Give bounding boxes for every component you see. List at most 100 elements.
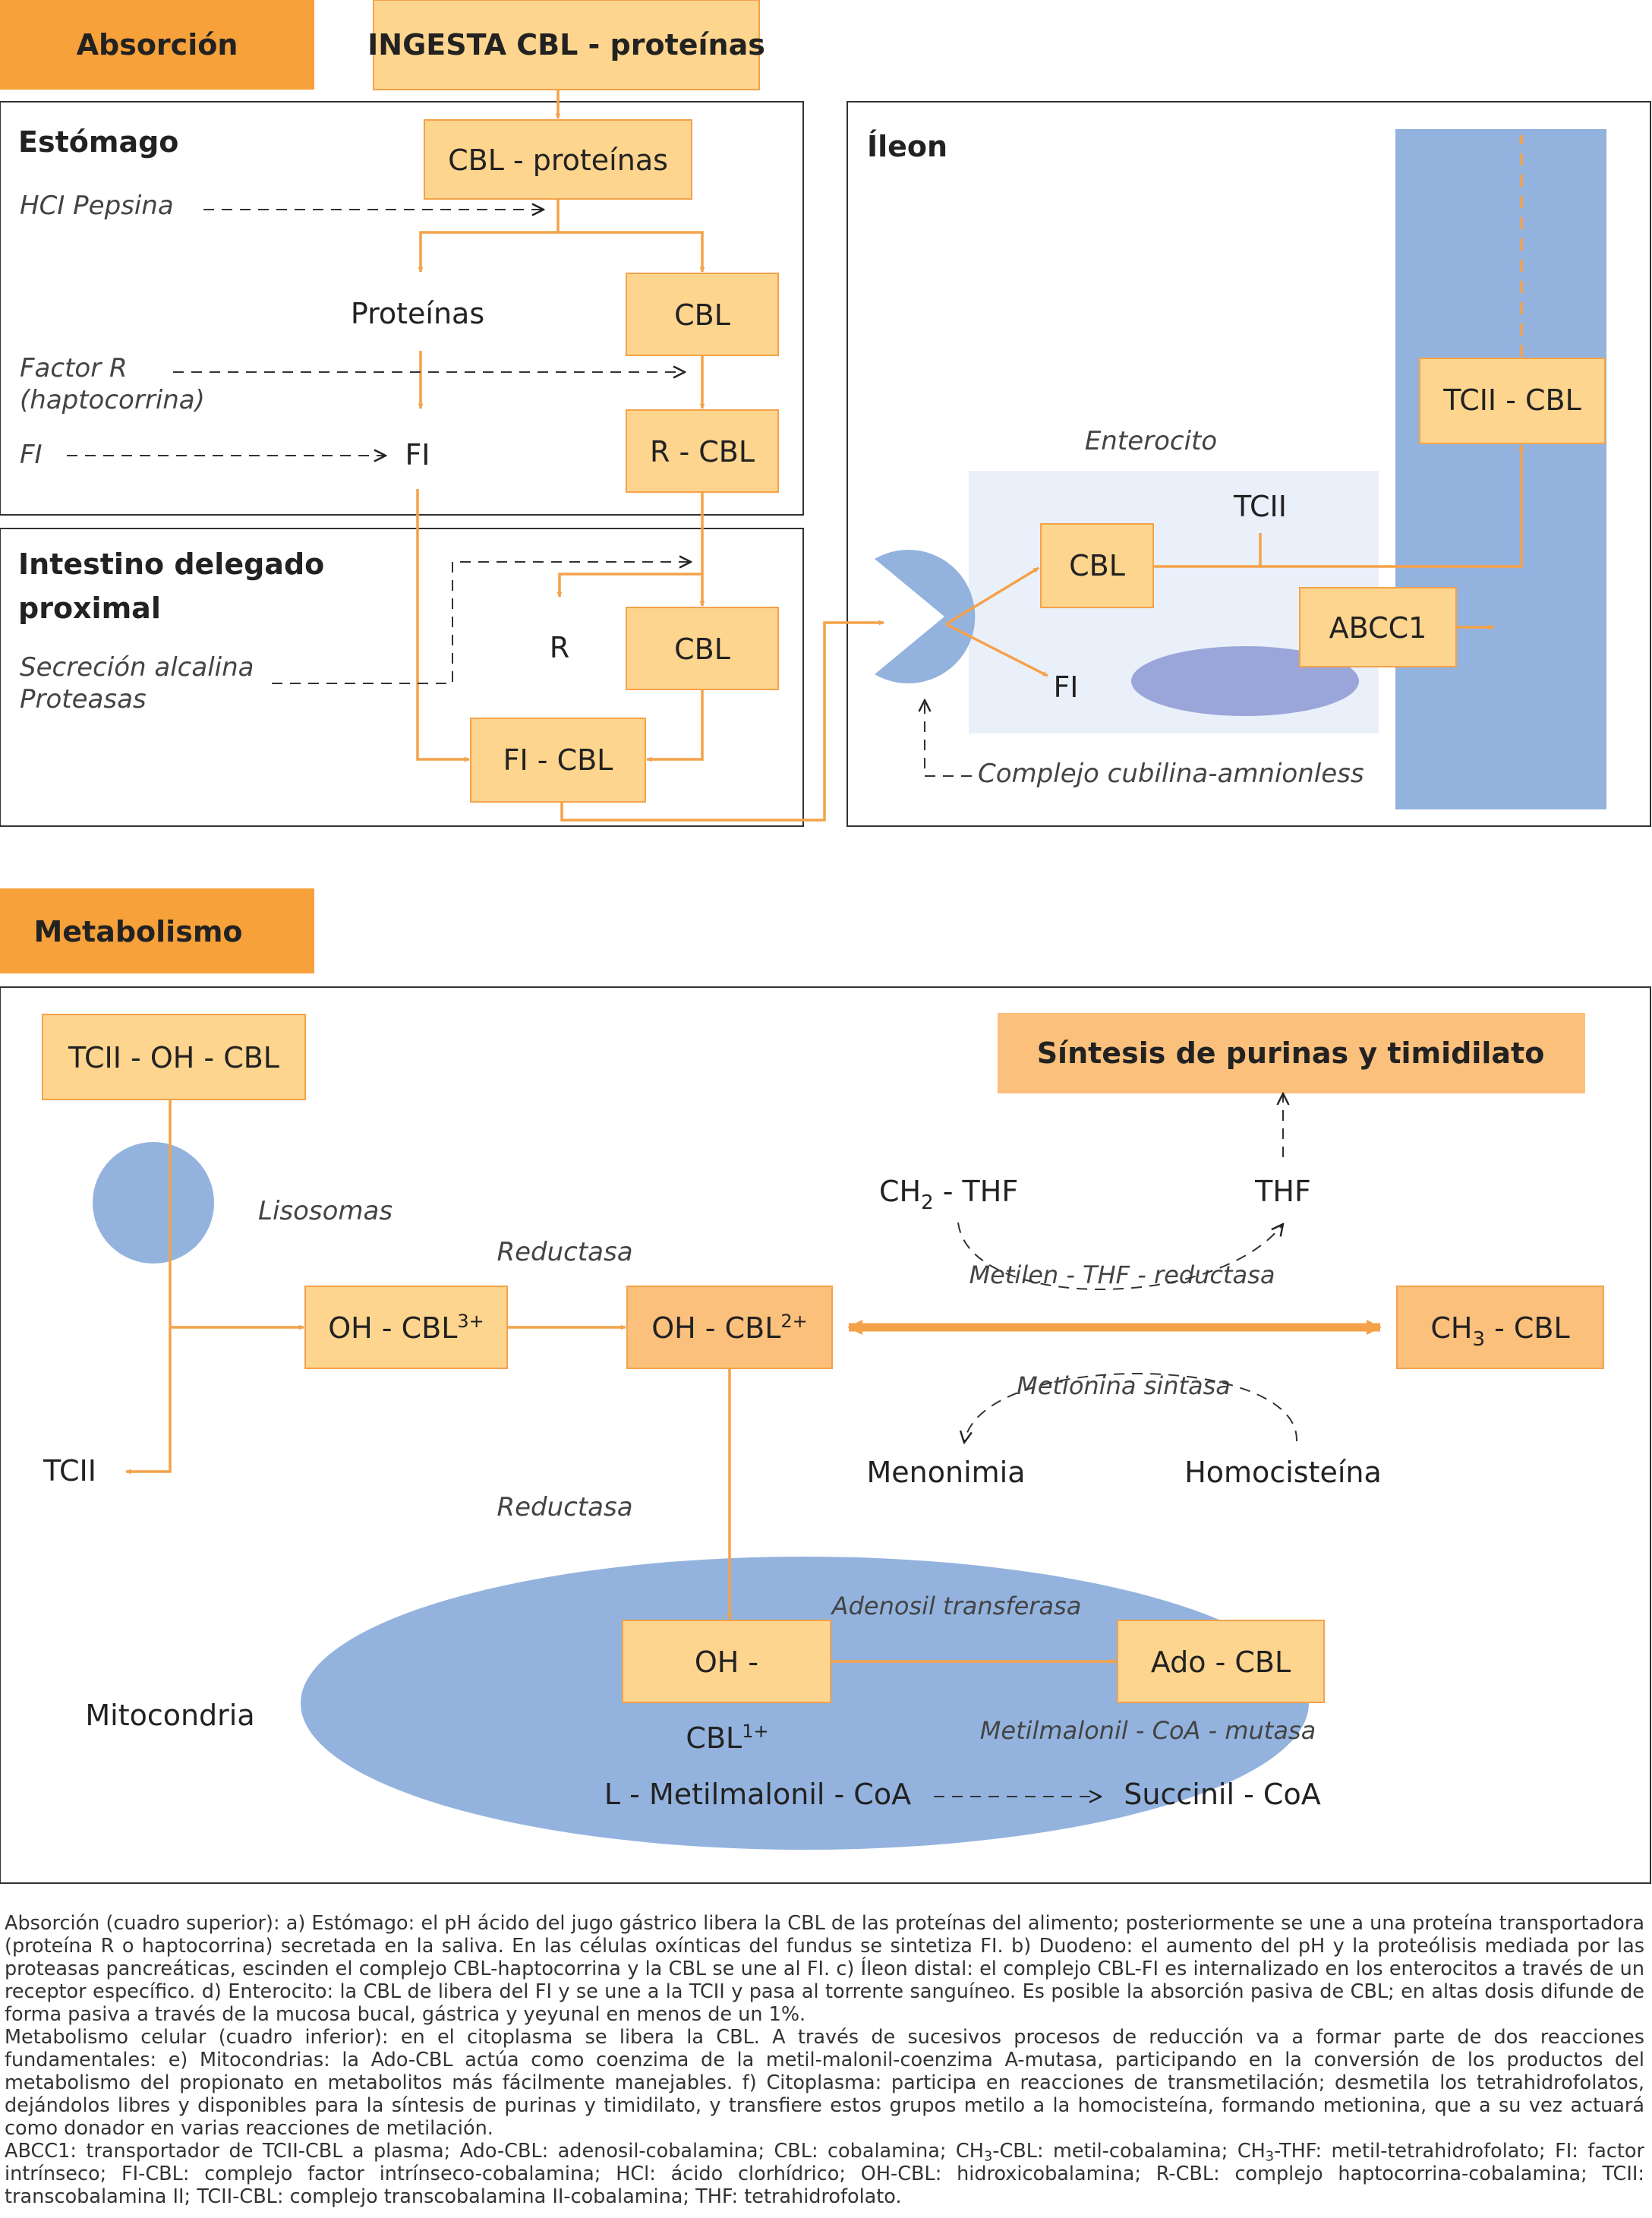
ingesta-box bbox=[373, 0, 760, 90]
vitamin-b12-diagram: .hdr { fill:#F7A13A; } .bx { fill:#FDD58… bbox=[0, 0, 1651, 1884]
metabolismo-arrows bbox=[125, 1100, 1382, 1664]
cbl-box-estomago bbox=[626, 273, 779, 356]
tcii-label-ileon: TCII bbox=[1233, 490, 1287, 523]
ileon-frame bbox=[846, 101, 1651, 827]
absorcion-arrows bbox=[416, 90, 1524, 822]
intestino-frame bbox=[0, 528, 804, 827]
adenosil-label: Adenosil transferasa bbox=[831, 1592, 1082, 1620]
arrow-to-proteinas bbox=[418, 199, 560, 273]
haptocorrina-label: (haptocorrina) bbox=[20, 385, 205, 415]
secrecion-label: Secreción alcalina bbox=[20, 652, 254, 683]
tcii-oh-cbl-box bbox=[42, 1014, 306, 1100]
r-cbl-box bbox=[626, 409, 779, 493]
arrow-fi-ficbl bbox=[416, 489, 470, 762]
ch3-cbl-rest: - CBL bbox=[1485, 1311, 1570, 1345]
menonimia-label: Menonimia bbox=[867, 1456, 1026, 1489]
fi-cbl-label: FI - CBL bbox=[503, 743, 613, 777]
ch3-cbl-label: CH3 - CBL bbox=[1430, 1311, 1569, 1351]
proteasas-label: Proteasas bbox=[20, 684, 147, 715]
sintesis-box bbox=[998, 1013, 1585, 1093]
r-label: R bbox=[550, 631, 569, 664]
fi-label-ileon: FI bbox=[1053, 670, 1078, 704]
complejo-label: Complejo cubilina-amnionless bbox=[978, 759, 1364, 789]
sintesis-label: Síntesis de purinas y timidilato bbox=[1037, 1036, 1545, 1070]
cbl1-text: CBL bbox=[686, 1721, 742, 1755]
homocisteina-label: Homocisteína bbox=[1184, 1456, 1382, 1489]
intestino-title-2: proximal bbox=[18, 592, 161, 625]
ch2-text: CH bbox=[879, 1175, 921, 1208]
mitocondria-label: Mitocondria bbox=[85, 1699, 254, 1732]
reductasa-1-label: Reductasa bbox=[497, 1237, 632, 1267]
ado-cbl-box bbox=[1117, 1620, 1325, 1703]
metilmalonil-mutasa-label: Metilmalonil - CoA - mutasa bbox=[980, 1716, 1316, 1745]
caption-abbr-sub-1: 3 bbox=[983, 2148, 993, 2165]
oh-cbl3-text: OH - CBL bbox=[328, 1311, 457, 1345]
fi-label-estomago: FI bbox=[405, 438, 430, 472]
caption-absorcion: Absorción (cuadro superior): a) Estómago… bbox=[5, 1912, 1644, 2026]
tcii-cbl-box bbox=[1419, 358, 1606, 444]
ch3-cbl-box bbox=[1396, 1286, 1604, 1369]
oh-box bbox=[622, 1620, 831, 1703]
absorcion-header bbox=[0, 0, 314, 90]
ch2-thf-label: CH2 - THF bbox=[879, 1175, 1018, 1214]
caption-abbr-2: -CBL: metil-cobalamina; CH bbox=[992, 2140, 1266, 2163]
dash-metionina-curve bbox=[964, 1373, 1298, 1443]
oh-cbl2-sup: 2+ bbox=[780, 1311, 807, 1332]
estomago-title: Estómago bbox=[18, 125, 178, 159]
arrow-receptor-cbl bbox=[945, 566, 1039, 626]
lisosoma-circle bbox=[93, 1142, 214, 1264]
cbl1-label: CBL1+ bbox=[686, 1721, 768, 1755]
cbl-label-estomago: CBL bbox=[674, 298, 730, 332]
caption-abbr-3: -THF: metil-tetrahidrofolato; FI: factor… bbox=[5, 2140, 1644, 2208]
tcii-label-met: TCII bbox=[43, 1454, 96, 1488]
thf-label: THF bbox=[1254, 1175, 1311, 1208]
cbl-proteinas-label: CBL - proteínas bbox=[448, 144, 668, 177]
metabolismo-frame bbox=[0, 986, 1651, 1884]
absorcion-dashed bbox=[67, 210, 972, 777]
tcii-oh-cbl-label: TCII - OH - CBL bbox=[68, 1041, 279, 1074]
fi-cbl-box bbox=[470, 718, 646, 803]
oh-cbl2-text: OH - CBL bbox=[651, 1311, 780, 1345]
cbl-label-ileon: CBL bbox=[1069, 549, 1125, 582]
oh-cbl2-label: OH - CBL2+ bbox=[651, 1311, 808, 1345]
oh-cbl2-box bbox=[626, 1286, 833, 1369]
oh-cbl3-sup: 3+ bbox=[457, 1311, 484, 1332]
ingesta-label: INGESTA CBL - proteínas bbox=[367, 28, 765, 62]
enterocito-label: Enterocito bbox=[1085, 426, 1217, 456]
abcc1-box bbox=[1299, 587, 1457, 667]
blood-vessel bbox=[1395, 129, 1606, 809]
cbl-label-intestino: CBL bbox=[674, 633, 730, 666]
r-cbl-label: R - CBL bbox=[650, 435, 755, 469]
metilen-label: Metilen - THF - reductasa bbox=[969, 1260, 1275, 1289]
oh-cbl3-label: OH - CBL3+ bbox=[328, 1311, 484, 1345]
arrow-cbl-tciicbl bbox=[1153, 444, 1524, 568]
dash-secrecion bbox=[272, 562, 691, 684]
reductasa-2-label: Reductasa bbox=[497, 1492, 632, 1522]
arrow-to-cbl bbox=[558, 231, 705, 273]
caption-abbreviations: ABCC1: transportador de TCII-CBL a plasm… bbox=[5, 2140, 1644, 2208]
metabolismo-header-label: Metabolismo bbox=[33, 915, 242, 948]
arrow-ficbl-ileon bbox=[560, 620, 884, 822]
ileon-title: Íleon bbox=[867, 130, 947, 163]
intestino-title-1: Intestino delegado bbox=[18, 547, 324, 581]
arrow-cbl-ficbl bbox=[646, 689, 704, 762]
cbl-box-intestino bbox=[626, 607, 779, 690]
ch3-text: CH bbox=[1430, 1311, 1472, 1345]
cubilina-receptor bbox=[875, 550, 976, 684]
figure-caption: Absorción (cuadro superior): a) Estómago… bbox=[5, 1912, 1644, 2208]
factor-r-label: Factor R bbox=[20, 353, 128, 383]
proteinas-label: Proteínas bbox=[351, 297, 484, 330]
oh-label: OH - bbox=[695, 1645, 758, 1679]
caption-metabolismo: Metabolismo celular (cuadro inferior): e… bbox=[5, 2026, 1644, 2140]
cbl-proteinas-box bbox=[424, 119, 692, 200]
arrow-to-r bbox=[556, 573, 702, 598]
caption-abbr-1: ABCC1: transportador de TCII-CBL a plasm… bbox=[5, 2140, 984, 2163]
ch2-thf-rest: - THF bbox=[934, 1175, 1019, 1208]
fi-side-label: FI bbox=[20, 440, 43, 470]
ado-cbl-label: Ado - CBL bbox=[1151, 1645, 1291, 1679]
estomago-frame bbox=[0, 101, 804, 516]
succinil-label: Succinil - CoA bbox=[1124, 1778, 1320, 1811]
absorcion-header-label: Absorción bbox=[77, 28, 238, 62]
metionina-label: Metionina sintasa bbox=[1017, 1371, 1231, 1400]
hcl-pepsina-label: HCI Pepsina bbox=[20, 191, 174, 221]
